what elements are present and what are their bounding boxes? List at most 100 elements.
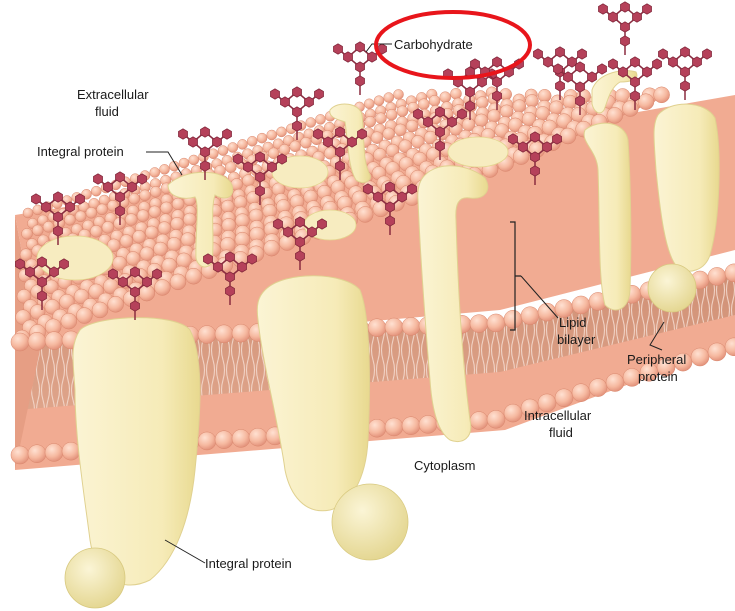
label-peripheral-line2: protein — [638, 369, 678, 384]
lipid-head — [23, 208, 33, 218]
sugar-icon — [255, 186, 264, 196]
sugar-icon — [630, 91, 639, 101]
sugar-icon — [435, 127, 444, 137]
lipid-head — [487, 410, 505, 428]
sugar-icon — [530, 152, 539, 162]
lipid-head — [45, 443, 63, 461]
sugar-icon — [118, 277, 127, 287]
label-integral-protein-bottom: Integral protein — [205, 556, 292, 571]
lipid-head — [385, 318, 403, 336]
sugar-icon — [225, 272, 234, 282]
lipid-head — [172, 198, 184, 210]
sugar-icon — [597, 64, 606, 74]
sugar-icon — [577, 49, 586, 59]
sugar-icon — [283, 227, 292, 237]
sugar-icon — [563, 72, 572, 82]
sugar-icon — [188, 137, 197, 147]
lipid-head — [215, 431, 233, 449]
label-carbohydrate: Carbohydrate — [394, 37, 473, 52]
sugar-icon — [225, 286, 234, 296]
sugar-icon — [203, 254, 212, 264]
lipid-head — [11, 446, 29, 464]
sugar-icon — [115, 172, 124, 182]
sugar-icon — [65, 202, 74, 212]
sugar-icon — [347, 137, 356, 147]
lipid-head — [555, 389, 573, 407]
sugar-icon — [477, 77, 486, 87]
lipid-head — [28, 332, 46, 350]
lipid-head — [75, 211, 86, 222]
sugar-icon — [397, 192, 406, 202]
sugar-icon — [280, 97, 289, 107]
sugar-icon — [200, 147, 209, 157]
peripheral-protein-bottom-left — [65, 548, 125, 608]
lipid-head — [364, 99, 374, 109]
lipid-head — [28, 445, 46, 463]
lipid-head — [638, 94, 654, 110]
lipid-head — [43, 221, 54, 232]
label-intracellular-line2: fluid — [549, 425, 573, 440]
sugar-icon — [93, 174, 102, 184]
sugar-icon — [37, 257, 46, 267]
lipid-head — [607, 107, 623, 123]
lipid-head — [32, 225, 43, 236]
lipid-head — [139, 190, 150, 201]
lipid-head — [91, 186, 101, 196]
label-intracellular-line1: Intracellular — [524, 408, 592, 423]
lipid-head — [221, 200, 234, 213]
sugar-icon — [598, 4, 607, 14]
label-peripheral-line1: Peripheral — [627, 352, 686, 367]
sugar-icon — [587, 72, 596, 82]
lipid-head — [419, 415, 437, 433]
lipid-head — [171, 217, 184, 230]
sugar-icon — [247, 254, 256, 264]
lipid-head — [160, 164, 170, 174]
lipid-head — [572, 296, 590, 314]
sugar-icon — [552, 134, 561, 144]
lipid-head — [418, 99, 429, 110]
lipid-head — [470, 315, 488, 333]
sugar-icon — [277, 154, 286, 164]
sugar-icon — [355, 62, 364, 72]
sugar-icon — [508, 134, 517, 144]
lipid-head — [225, 162, 236, 173]
sugar-icon — [608, 12, 617, 22]
sugar-icon — [53, 212, 62, 222]
sugar-icon — [314, 89, 323, 99]
sugar-icon — [465, 101, 474, 111]
integral-protein-center — [257, 276, 369, 511]
sugar-icon — [37, 277, 46, 287]
lipid-head — [357, 206, 373, 222]
sugar-icon — [575, 62, 584, 72]
sugar-icon — [658, 49, 667, 59]
sugar-icon — [692, 57, 701, 67]
sugar-icon — [575, 82, 584, 92]
lipid-head — [97, 204, 108, 215]
lipid-head — [374, 96, 384, 106]
sugar-icon — [103, 182, 112, 192]
sugar-icon — [273, 219, 282, 229]
sugar-icon — [492, 57, 501, 67]
lipid-head — [560, 128, 576, 144]
lipid-head — [167, 237, 181, 251]
sugar-icon — [608, 59, 617, 69]
lipid-head — [476, 97, 488, 109]
sugar-icon — [447, 117, 456, 127]
lipid-head — [316, 114, 326, 124]
lipid-head — [11, 333, 29, 351]
sugar-icon — [542, 142, 551, 152]
sugar-icon — [373, 192, 382, 202]
lipid-head — [90, 225, 102, 237]
sugar-icon — [178, 129, 187, 139]
sugar-icon — [407, 184, 416, 194]
sugar-icon — [108, 269, 117, 279]
sugar-icon — [53, 192, 62, 202]
sugar-icon — [630, 77, 639, 87]
lipid-head — [218, 146, 228, 156]
sugar-icon — [317, 219, 326, 229]
lipid-head — [504, 310, 522, 328]
lipid-head — [394, 89, 404, 99]
sugar-icon — [335, 127, 344, 137]
lipid-head — [179, 158, 189, 168]
